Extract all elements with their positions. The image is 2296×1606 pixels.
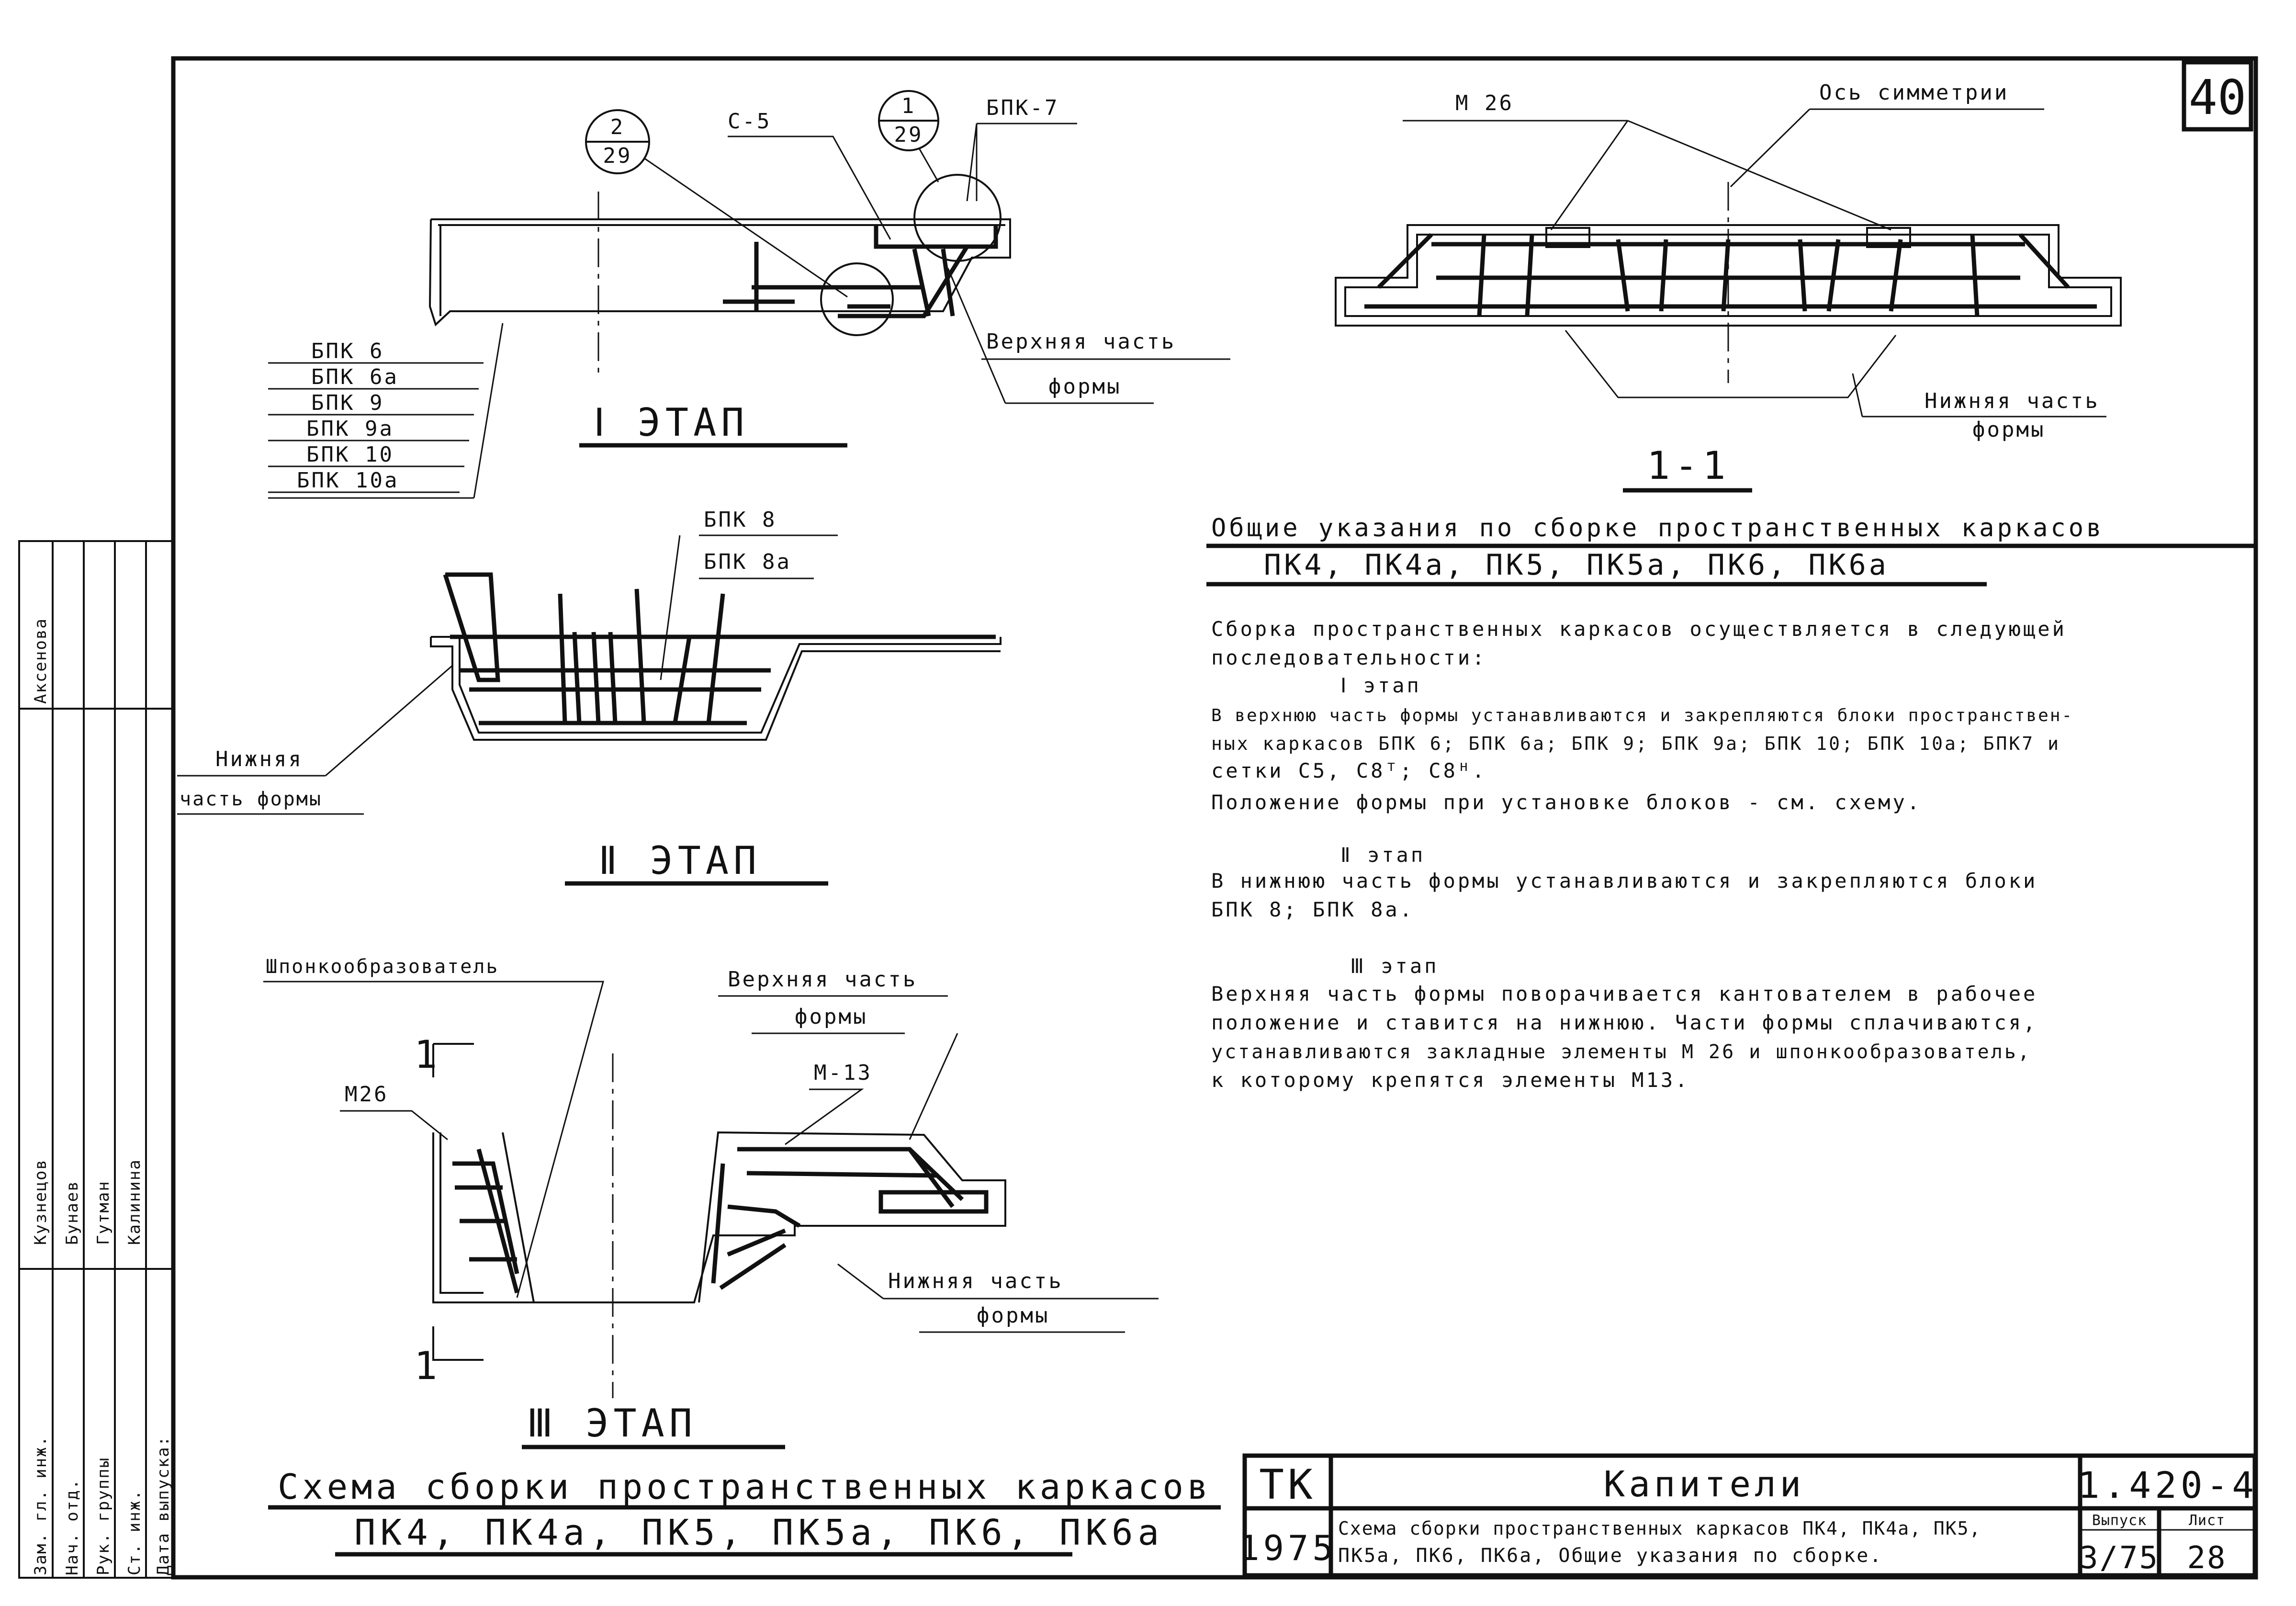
notes-heading-2: ПК4, ПК4а, ПК5, ПК5а, ПК6, ПК6а <box>1264 548 1889 582</box>
sheet-number: 40 <box>2189 69 2246 125</box>
stage2-caption: Ⅱ ЭТАП <box>598 838 761 883</box>
tb-code: 1.420-4 <box>2078 1464 2258 1506</box>
svg-text:положение и ставится на нижнюю: положение и ставится на нижнюю. Части фо… <box>1211 1011 2037 1034</box>
svg-text:В нижнюю часть формы устанавли: В нижнюю часть формы устанавливаются и з… <box>1211 869 2037 893</box>
svg-text:Верхняя часть: Верхняя часть <box>728 967 917 992</box>
svg-text:Гутман: Гутман <box>94 1180 113 1245</box>
svg-text:формы: формы <box>1972 418 2045 442</box>
svg-text:БПК 6а: БПК 6а <box>311 365 399 389</box>
svg-text:Шпонкообразователь: Шпонкообразователь <box>266 956 499 978</box>
svg-text:БПК 8: БПК 8 <box>704 508 777 532</box>
svg-text:Бунаев: Бунаев <box>63 1180 82 1245</box>
main-title-line1: Схема сборки пространственных каркасов <box>278 1467 1212 1507</box>
svg-text:В верхнюю часть формы устанавл: В верхнюю часть формы устанавливаются и … <box>1211 706 2073 725</box>
svg-text:Верхняя часть: Верхняя часть <box>986 329 1176 354</box>
general-notes: Общие указания по сборке пространственны… <box>1206 514 2255 1092</box>
svg-text:М26: М26 <box>345 1082 388 1107</box>
side-stamp: Зам. гл. инж. Нач. отд. Рук. группы Ст. … <box>18 540 174 1579</box>
stage1-block-list: БПК 6 БПК 6а БПК 9 БПК 9а БПК 10 БПК 10а <box>268 323 504 499</box>
svg-text:29: 29 <box>603 144 632 168</box>
main-title: Схема сборки пространственных каркасов П… <box>268 1467 1221 1557</box>
stage1-detail-circle-a <box>820 262 894 336</box>
svg-text:Положение формы при установке: Положение формы при установке блоков - с… <box>1211 791 1922 814</box>
callout-2-29 <box>585 109 650 174</box>
sheet-number-box <box>2182 60 2253 132</box>
label-c5: С-5 <box>728 109 771 134</box>
svg-text:Нач. отд.: Нач. отд. <box>63 1479 82 1575</box>
svg-text:Ⅰ этап: Ⅰ этап <box>1340 674 1421 697</box>
stage2-diagram: БПК 8 БПК 8а Нижняя часть формы Ⅱ ЭТАП <box>177 508 1002 886</box>
sheet-frame <box>171 56 2258 1580</box>
svg-text:БПК 10а: БПК 10а <box>297 468 399 493</box>
svg-text:Нижняя часть: Нижняя часть <box>888 1269 1063 1293</box>
svg-text:Лист: Лист <box>2189 1512 2225 1529</box>
svg-text:формы: формы <box>795 1005 867 1029</box>
label-bpk7: БПК-7 <box>986 96 1059 120</box>
svg-text:Верхняя часть формы поворачива: Верхняя часть формы поворачивается канто… <box>1211 982 2037 1006</box>
svg-text:Ось симметрии: Ось симметрии <box>1819 80 2009 105</box>
section11-diagram: М 26 Ось симметрии Нижняя часть формы 1-… <box>1335 80 2122 493</box>
stage1-diagram: 2 29 1 29 С-5 БПК-7 Верхняя часть формы <box>268 90 1230 499</box>
svg-text:Сборка пространственных каркас: Сборка пространственных каркасов осущест… <box>1211 617 2067 641</box>
svg-text:1: 1 <box>414 1032 442 1077</box>
svg-text:Кузнецов: Кузнецов <box>31 1159 50 1245</box>
svg-text:устанавливаются закладные элем: устанавливаются закладные элементы М 26 … <box>1211 1041 2031 1063</box>
stage3-caption: Ⅲ ЭТАП <box>527 1401 697 1446</box>
svg-text:Нижняя часть: Нижняя часть <box>1925 389 2100 413</box>
svg-text:28: 28 <box>2187 1540 2227 1576</box>
tb-org: ТК <box>1259 1461 1317 1509</box>
svg-text:формы: формы <box>1048 374 1121 399</box>
svg-text:29: 29 <box>894 123 923 147</box>
section11-caption: 1-1 <box>1647 443 1731 488</box>
svg-text:Аксенова: Аксенова <box>31 618 50 704</box>
svg-text:3/75: 3/75 <box>2080 1540 2159 1576</box>
svg-text:сетки С5, С8ᵀ; С8ᴴ.: сетки С5, С8ᵀ; С8ᴴ. <box>1211 759 1486 782</box>
svg-text:БПК 9а: БПК 9а <box>306 417 394 441</box>
svg-text:БПК 10: БПК 10 <box>306 442 394 467</box>
svg-text:БПК 9: БПК 9 <box>311 391 384 415</box>
stage1-detail-circle-b <box>913 174 1002 262</box>
svg-text:1: 1 <box>901 94 916 118</box>
svg-text:БПК 6: БПК 6 <box>311 339 384 363</box>
notes-heading-1: Общие указания по сборке пространственны… <box>1211 514 2104 543</box>
svg-text:последовательности:: последовательности: <box>1211 646 1486 669</box>
tb-desc-2: ПК5а, ПК6, ПК6а, Общие указания по сборк… <box>1338 1545 1882 1567</box>
svg-text:формы: формы <box>977 1303 1049 1328</box>
title-block: ТК 1975 Капители 1.420-4 Схема сборки пр… <box>1238 1453 2258 1578</box>
tb-desc-1: Схема сборки пространственных каркасов П… <box>1338 1518 1981 1539</box>
main-title-line2: ПК4, ПК4а, ПК5, ПК5а, ПК6, ПК6а <box>354 1512 1164 1553</box>
svg-text:М 26: М 26 <box>1455 91 1514 115</box>
svg-text:Калинина: Калинина <box>125 1159 144 1245</box>
svg-text:БПК 8; БПК 8а.: БПК 8; БПК 8а. <box>1211 898 1414 921</box>
svg-text:2: 2 <box>610 115 625 139</box>
svg-text:к которому крепятся элементы М: к которому крепятся элементы М13. <box>1211 1068 1689 1092</box>
svg-text:Рук. группы: Рук. группы <box>94 1457 113 1575</box>
svg-text:Ⅱ этап: Ⅱ этап <box>1340 843 1425 867</box>
svg-text:часть формы: часть формы <box>180 788 322 810</box>
svg-text:БПК 8а: БПК 8а <box>704 550 791 574</box>
tb-name: Капители <box>1604 1464 1805 1505</box>
svg-text:ных каркасов БПК 6; БПК 6а; БП: ных каркасов БПК 6; БПК 6а; БПК 9; БПК 9… <box>1211 733 2060 754</box>
svg-text:Дата выпуска:: Дата выпуска: <box>154 1436 173 1575</box>
svg-text:Ⅲ этап: Ⅲ этап <box>1350 954 1439 978</box>
svg-text:Ст. инж.: Ст. инж. <box>125 1489 144 1575</box>
tb-year: 1975 <box>1238 1528 1337 1568</box>
stage1-caption: Ⅰ ЭТАП <box>594 400 749 445</box>
svg-text:М-13: М-13 <box>814 1061 872 1085</box>
stage3-diagram: Шпонкообразователь Верхняя часть формы М… <box>263 956 1159 1449</box>
svg-text:Нижняя: Нижняя <box>215 747 303 771</box>
svg-text:Выпуск: Выпуск <box>2092 1512 2147 1529</box>
svg-text:1: 1 <box>414 1344 442 1388</box>
svg-text:Зам. гл. инж.: Зам. гл. инж. <box>31 1436 50 1575</box>
